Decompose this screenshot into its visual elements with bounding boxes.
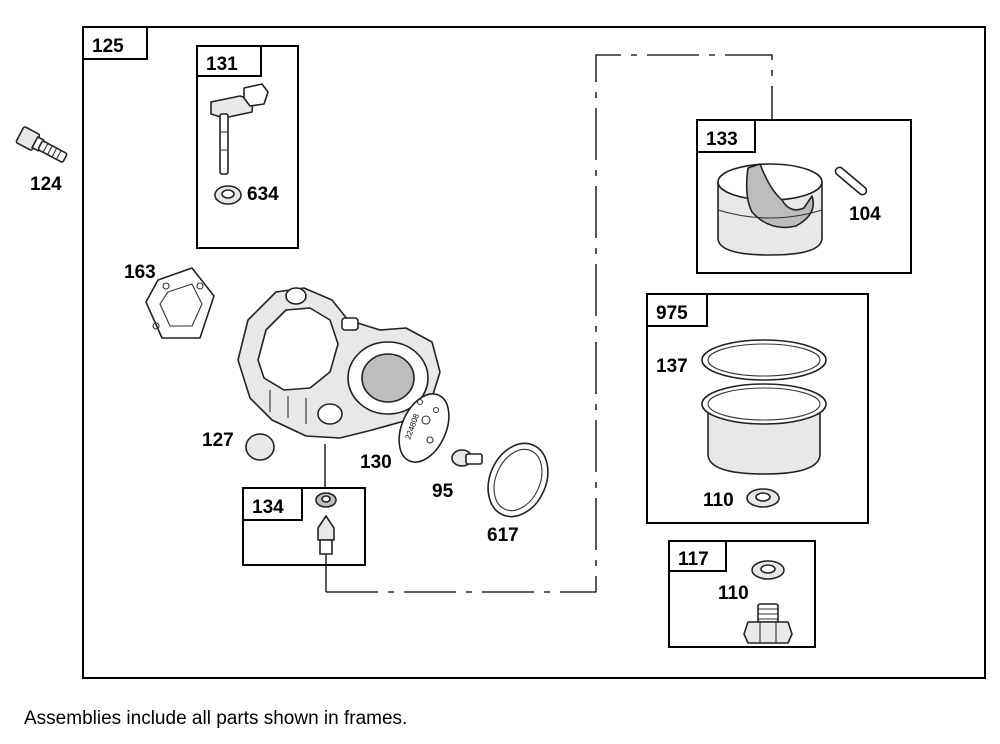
part-110-washer-b bbox=[751, 560, 785, 580]
frame-975: 975 bbox=[646, 293, 869, 524]
part-95-screw bbox=[451, 449, 483, 467]
label-127: 127 bbox=[202, 430, 234, 451]
exploded-parts-diagram: 125 124 131 634 133 bbox=[15, 26, 986, 679]
part-110-washer-a bbox=[746, 488, 780, 508]
frame-134: 134 bbox=[242, 487, 366, 566]
frame-131: 131 bbox=[196, 45, 299, 249]
frame-117-label: 117 bbox=[678, 549, 709, 570]
frame-133-label: 133 bbox=[706, 129, 738, 150]
label-104: 104 bbox=[849, 204, 881, 225]
footer-note: Assemblies include all parts shown in fr… bbox=[24, 708, 408, 729]
label-634: 634 bbox=[247, 184, 279, 205]
part-617-oring bbox=[487, 442, 549, 518]
part-127-plug bbox=[245, 433, 275, 461]
label-124: 124 bbox=[30, 174, 62, 195]
part-carburetor-body bbox=[237, 287, 441, 439]
part-117-bowl-nut bbox=[743, 603, 793, 644]
label-110-a: 110 bbox=[703, 490, 734, 511]
part-163-gasket bbox=[145, 267, 215, 339]
frame-125: 125 bbox=[82, 26, 986, 679]
link-line-dashed bbox=[326, 54, 773, 593]
frame-131-label: 131 bbox=[206, 54, 238, 75]
label-137: 137 bbox=[656, 356, 688, 377]
part-634-seal bbox=[214, 185, 242, 205]
frame-125-label: 125 bbox=[92, 36, 124, 57]
part-137-bowl bbox=[701, 339, 827, 475]
part-133-float bbox=[717, 163, 823, 256]
label-617: 617 bbox=[487, 525, 519, 546]
label-163: 163 bbox=[124, 262, 156, 283]
frame-133: 133 bbox=[696, 119, 912, 274]
label-110-b: 110 bbox=[718, 583, 749, 604]
part-131-throttle-shaft bbox=[210, 83, 269, 175]
frame-134-label: 134 bbox=[252, 497, 284, 518]
label-130: 130 bbox=[360, 452, 392, 473]
frame-117: 117 bbox=[668, 540, 816, 648]
part-130-plate: 224808 bbox=[398, 393, 450, 463]
part-134-needle bbox=[315, 492, 337, 555]
frame-975-label: 975 bbox=[656, 303, 688, 324]
label-95: 95 bbox=[432, 481, 454, 502]
part-104-pin bbox=[834, 166, 868, 196]
part-124-bolt bbox=[15, 126, 68, 163]
